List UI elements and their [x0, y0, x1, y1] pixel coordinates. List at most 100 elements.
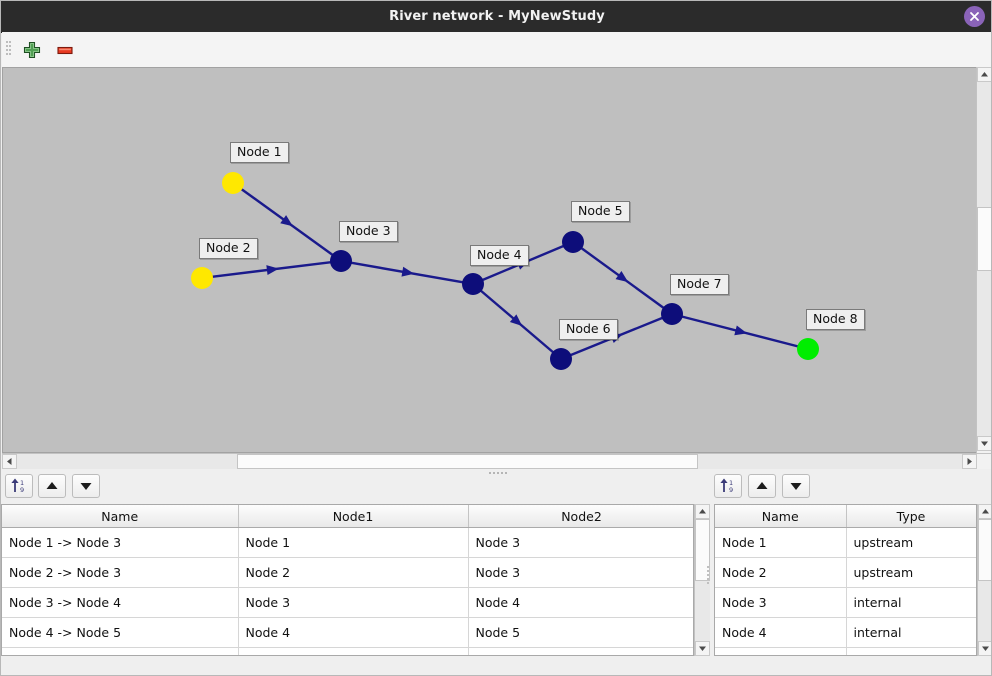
graph-node-label[interactable]: Node 6: [559, 319, 618, 340]
triangle-up-icon: [981, 72, 988, 77]
nodes-scroll-thumb[interactable]: [978, 519, 991, 581]
hscroll-thumb[interactable]: [237, 454, 698, 469]
graph-node[interactable]: [222, 172, 244, 194]
triangle-right-icon: [967, 458, 972, 465]
reaches-cell[interactable]: Node 3: [468, 527, 693, 558]
horizontal-splitter[interactable]: [2, 469, 991, 477]
graph-node-label[interactable]: Node 3: [339, 221, 398, 242]
graph-node[interactable]: [797, 338, 819, 360]
splitter-grip: [489, 472, 509, 474]
graph-node[interactable]: [462, 273, 484, 295]
graph-edges: [211, 187, 799, 357]
reaches-sort-button[interactable]: 1 9: [5, 474, 33, 498]
graph-node-label[interactable]: Node 8: [806, 309, 865, 330]
graph-node-label[interactable]: Node 5: [571, 201, 630, 222]
reaches-move-down-button[interactable]: [72, 474, 100, 498]
reaches-cell[interactable]: Node 3 -> Node 4: [2, 587, 239, 618]
river-network-canvas[interactable]: Node 1 Node 2 Node 3 Node 4 Node 5 Node 6 Node…: [2, 67, 991, 453]
triangle-up-icon: [699, 509, 706, 514]
window-title: River network - MyNewStudy: [389, 9, 605, 24]
edge-arrow-icon: [734, 325, 748, 336]
reaches-cell[interactable]: Node 2 -> Node 3: [2, 557, 239, 588]
scroll-down-button[interactable]: [977, 436, 991, 451]
reaches-cell[interactable]: Node 3: [468, 557, 693, 588]
nodes-cell[interactable]: Node 1: [715, 527, 847, 558]
reaches-scroll-up-button[interactable]: [695, 504, 710, 519]
graph-node[interactable]: [661, 303, 683, 325]
svg-text:9: 9: [729, 486, 733, 494]
reaches-cell-empty: [468, 647, 693, 655]
graph-node-label[interactable]: Node 1: [230, 142, 289, 163]
nodes-scroll-up-button[interactable]: [978, 504, 991, 519]
nodes-scroll-down-button[interactable]: [978, 641, 991, 656]
close-button[interactable]: [964, 6, 985, 27]
edge-arrow-icon: [266, 265, 279, 276]
reaches-panel-toolbar: 1 9: [5, 474, 705, 502]
title-bar: River network - MyNewStudy: [1, 1, 991, 33]
reaches-cell[interactable]: Node 4: [468, 587, 693, 618]
edge-arrow-icon: [509, 314, 523, 326]
remove-node-button[interactable]: [53, 38, 77, 62]
table-row-empty[interactable]: [715, 647, 976, 655]
nodes-column-header[interactable]: Name: [715, 505, 847, 528]
canvas-vertical-scrollbar[interactable]: [976, 67, 991, 453]
reaches-cell[interactable]: Node 2: [238, 557, 469, 588]
graph-node-label[interactable]: Node 7: [670, 274, 729, 295]
reaches-cell[interactable]: Node 4: [238, 617, 469, 648]
graph-node-label[interactable]: Node 2: [199, 238, 258, 259]
nodes-move-down-button[interactable]: [782, 474, 810, 498]
nodes-column-header[interactable]: Type: [846, 505, 976, 528]
graph-node[interactable]: [191, 267, 213, 289]
reaches-column-header[interactable]: Node1: [238, 505, 469, 528]
reaches-column-header[interactable]: Node2: [468, 505, 693, 528]
canvas-horizontal-scrollbar[interactable]: [2, 453, 991, 469]
nodes-cell[interactable]: upstream: [846, 527, 976, 558]
main-toolbar: [2, 32, 991, 68]
edge-arrow-icon: [280, 215, 293, 227]
nodes-cell[interactable]: Node 4: [715, 617, 847, 648]
add-node-button[interactable]: [20, 38, 44, 62]
reaches-table-scrollbar[interactable]: [694, 504, 710, 656]
nodes-cell[interactable]: internal: [846, 617, 976, 648]
graph-node[interactable]: [330, 250, 352, 272]
reaches-cell[interactable]: Node 1 -> Node 3: [2, 527, 239, 558]
nodes-cell[interactable]: Node 2: [715, 557, 847, 588]
triangle-down-icon: [699, 646, 706, 651]
reaches-scroll-down-button[interactable]: [695, 641, 710, 656]
nodes-cell[interactable]: Node 3: [715, 587, 847, 618]
nodes-move-up-button[interactable]: [748, 474, 776, 498]
nodes-sort-button[interactable]: 1 9: [714, 474, 742, 498]
graph-node[interactable]: [562, 231, 584, 253]
reaches-cell-empty: [2, 647, 239, 655]
triangle-left-icon: [7, 458, 12, 465]
reaches-cell[interactable]: Node 4 -> Node 5: [2, 617, 239, 648]
reaches-scroll-thumb[interactable]: [695, 519, 710, 581]
reaches-cell[interactable]: Node 1: [238, 527, 469, 558]
scroll-left-button[interactable]: [2, 454, 17, 469]
nodes-cell[interactable]: internal: [846, 587, 976, 618]
graph-node-label[interactable]: Node 4: [470, 245, 529, 266]
reaches-cell[interactable]: Node 3: [238, 587, 469, 618]
nodes-cell[interactable]: upstream: [846, 557, 976, 588]
table-row-empty[interactable]: [2, 647, 693, 655]
graph-node[interactable]: [550, 348, 572, 370]
nodes-table-scrollbar[interactable]: [977, 504, 991, 656]
reaches-cell[interactable]: Node 5: [468, 617, 693, 648]
scroll-right-button[interactable]: [962, 454, 977, 469]
vscroll-thumb[interactable]: [977, 207, 991, 271]
toolbar-grip[interactable]: [6, 41, 11, 59]
vertical-splitter-grip[interactable]: [707, 566, 712, 586]
scroll-up-button[interactable]: [977, 67, 991, 82]
reaches-move-up-button[interactable]: [38, 474, 66, 498]
reaches-column-header[interactable]: Name: [2, 505, 239, 528]
